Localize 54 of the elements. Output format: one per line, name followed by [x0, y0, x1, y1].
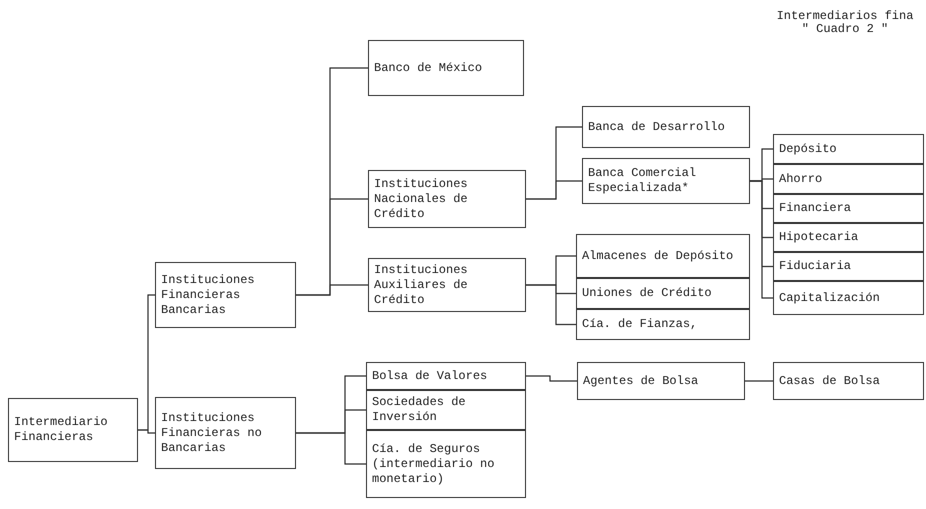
box-text: Cía. de Seguros (intermediario no monetario) — [372, 442, 496, 486]
box-text: Uniones de Crédito — [582, 286, 712, 301]
box-text: Hipotecaria — [779, 230, 858, 245]
box-text: Instituciones Nacionales de Crédito — [374, 176, 469, 222]
org-box — [773, 362, 924, 400]
org-box — [366, 390, 526, 430]
box-text: Banca Comercial Especializada* — [588, 166, 698, 196]
box-text: Almacenes de Depósito — [582, 248, 734, 264]
box-text: Cía. de Fianzas, — [582, 317, 698, 332]
org-box — [366, 362, 526, 390]
org-box — [773, 194, 924, 223]
org-box — [773, 281, 924, 315]
org-box — [773, 164, 924, 194]
org-box — [773, 134, 924, 164]
org-box — [773, 252, 924, 281]
org-box — [155, 262, 296, 328]
org-box — [577, 362, 745, 400]
connector-line — [526, 284, 576, 326]
org-box — [576, 278, 750, 309]
box-text: Casas de Bolsa — [779, 374, 880, 388]
org-box — [582, 158, 750, 204]
connector-line — [526, 180, 582, 200]
box-text: Instituciones Auxiliares de Crédito — [374, 262, 469, 308]
org-box — [368, 170, 526, 228]
org-box — [368, 258, 526, 312]
box-text: Capitalización — [779, 290, 880, 306]
box-text: Bolsa de Valores — [372, 368, 488, 384]
connector-line — [296, 284, 368, 296]
box-text: Agentes de Bolsa — [583, 374, 698, 388]
chart-title: Intermediarios fina — [776, 10, 914, 23]
connector-line — [296, 432, 366, 465]
box-text: Depósito — [779, 142, 837, 156]
box-text: Ahorro — [779, 172, 822, 186]
box-text: Banca de Desarrollo — [588, 120, 725, 134]
org-box — [366, 430, 526, 498]
org-box — [368, 40, 524, 96]
org-box — [576, 234, 750, 278]
connector-line — [526, 375, 577, 382]
connector-line — [138, 429, 155, 434]
box-text: Instituciones Financieras Bancarias — [161, 272, 256, 318]
box-text: Sociedades de Inversión — [372, 395, 467, 425]
org-box — [155, 397, 296, 469]
chart-title: " Cuadro 2 " — [800, 23, 890, 36]
box-text: Banco de México — [374, 60, 482, 76]
box-text: Intermediario Financieras — [14, 415, 109, 445]
org-box — [582, 106, 750, 148]
org-box — [576, 309, 750, 340]
box-text: Fiduciaria — [779, 259, 852, 274]
box-text: Financiera — [779, 201, 852, 216]
org-box — [8, 398, 138, 462]
connector-line — [745, 380, 773, 382]
box-text: Instituciones Financieras no Bancarias — [161, 410, 263, 456]
org-box — [773, 223, 924, 252]
connector-line — [750, 180, 773, 299]
